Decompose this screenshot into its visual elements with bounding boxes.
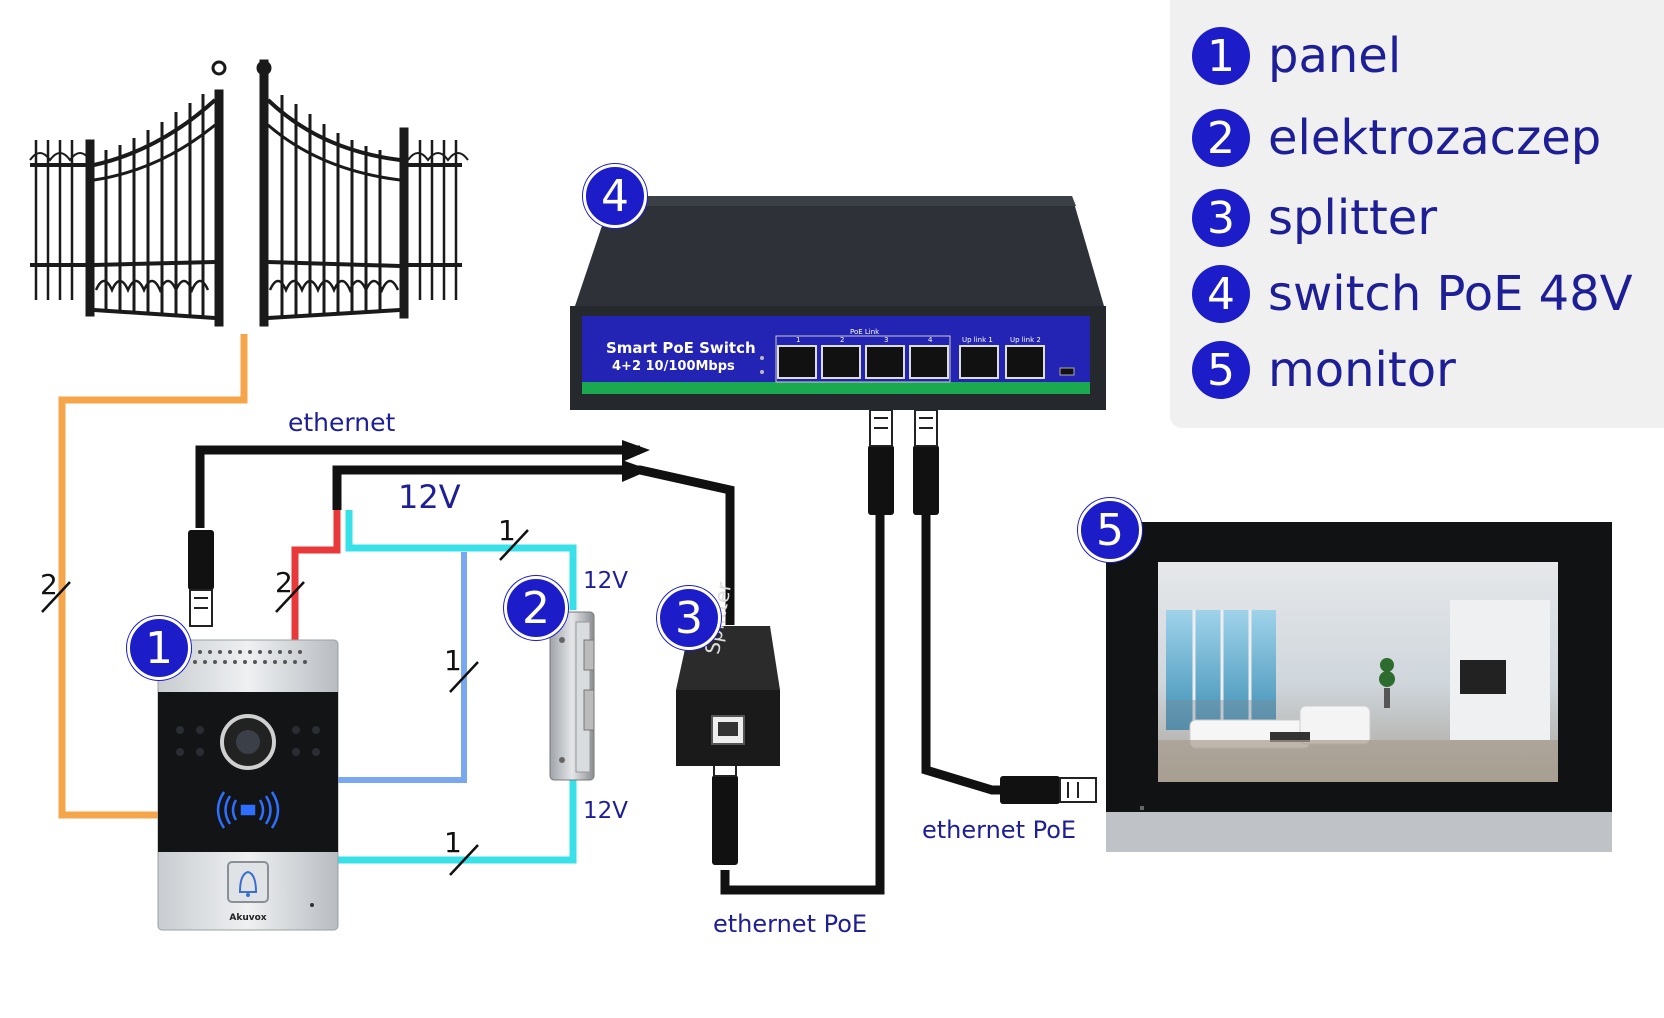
orange-gate-wire	[58, 334, 248, 819]
switch-poe-link-label: PoE Link	[850, 328, 880, 336]
badge-splitter: 3	[657, 586, 721, 650]
cyan-wire-top	[345, 510, 577, 610]
door-panel-device: Akuvox	[157, 639, 339, 931]
switch-title: Smart PoE Switch	[606, 339, 756, 357]
legend-number: 5	[1192, 341, 1250, 399]
rj45-plug-panel	[188, 530, 214, 627]
wire-count-red: 2	[275, 566, 293, 599]
badge-panel: 1	[127, 616, 191, 680]
legend-label: switch PoE 48V	[1268, 266, 1633, 322]
label-ethernet-poe-bottom: ethernet PoE	[713, 910, 868, 938]
rj45-plug-monitor	[1000, 776, 1097, 804]
rfid-icon	[216, 791, 280, 829]
rj45-plug-switch-1	[868, 409, 894, 515]
label-12v-bottom: 12V	[583, 798, 629, 824]
legend-number: 1	[1192, 27, 1250, 85]
label-12v-main: 12V	[398, 478, 461, 516]
legend-item-electric-strike: 2 elektrozaczep	[1192, 108, 1601, 168]
switch-uplink-1: Up link 1	[962, 336, 993, 344]
ethernet-cable	[195, 445, 640, 528]
rj45-plug-switch-2	[913, 409, 939, 515]
legend-item-switch: 4 switch PoE 48V	[1192, 264, 1633, 324]
badge-monitor: 5	[1078, 498, 1142, 562]
switch-port-3: 3	[884, 336, 889, 344]
label-12v-top: 12V	[583, 568, 629, 594]
legend-label: panel	[1268, 28, 1402, 84]
blue-wire	[336, 552, 467, 783]
legend-number: 2	[1192, 109, 1250, 167]
wire-count-orange: 2	[40, 568, 58, 601]
legend-item-monitor: 5 monitor	[1192, 340, 1456, 400]
badge-electric-strike: 2	[504, 576, 568, 640]
electric-strike-device	[549, 611, 595, 781]
badge-switch: 4	[583, 164, 647, 228]
poe-switch-device	[570, 196, 1106, 410]
ethernet-poe-cable-monitor	[921, 500, 1050, 795]
legend-label: elektrozaczep	[1268, 110, 1602, 166]
panel-brand: Akuvox	[229, 913, 266, 923]
switch-port-4: 4	[928, 336, 933, 344]
label-ethernet: ethernet	[288, 408, 396, 437]
legend-item-splitter: 3 splitter	[1192, 188, 1437, 248]
wire-count-blue: 1	[444, 644, 462, 677]
ethernet-poe-cable-splitter	[720, 500, 885, 895]
monitor-device	[1106, 522, 1612, 852]
red-power-wire	[291, 510, 341, 640]
gate-image	[29, 59, 469, 327]
wire-count-cyan-top: 1	[498, 514, 516, 547]
switch-subtitle: 4+2 10/100Mbps	[612, 359, 735, 374]
cyan-wire-bottom	[336, 760, 577, 864]
legend-box: 1 panel 2 elektrozaczep 3 splitter 4 swi…	[1170, 0, 1664, 428]
legend-item-panel: 1 panel	[1192, 26, 1401, 86]
legend-label: splitter	[1268, 190, 1438, 246]
switch-port-2: 2	[840, 336, 845, 344]
bell-icon	[238, 870, 258, 897]
switch-uplink-2: Up link 2	[1010, 336, 1041, 344]
switch-port-1: 1	[796, 336, 801, 344]
legend-number: 4	[1192, 265, 1250, 323]
legend-number: 3	[1192, 189, 1250, 247]
legend-label: monitor	[1268, 342, 1456, 398]
wire-count-cyan-bottom: 1	[444, 826, 462, 859]
label-ethernet-poe-right: ethernet PoE	[922, 816, 1077, 844]
wire-count-markers	[41, 529, 529, 876]
